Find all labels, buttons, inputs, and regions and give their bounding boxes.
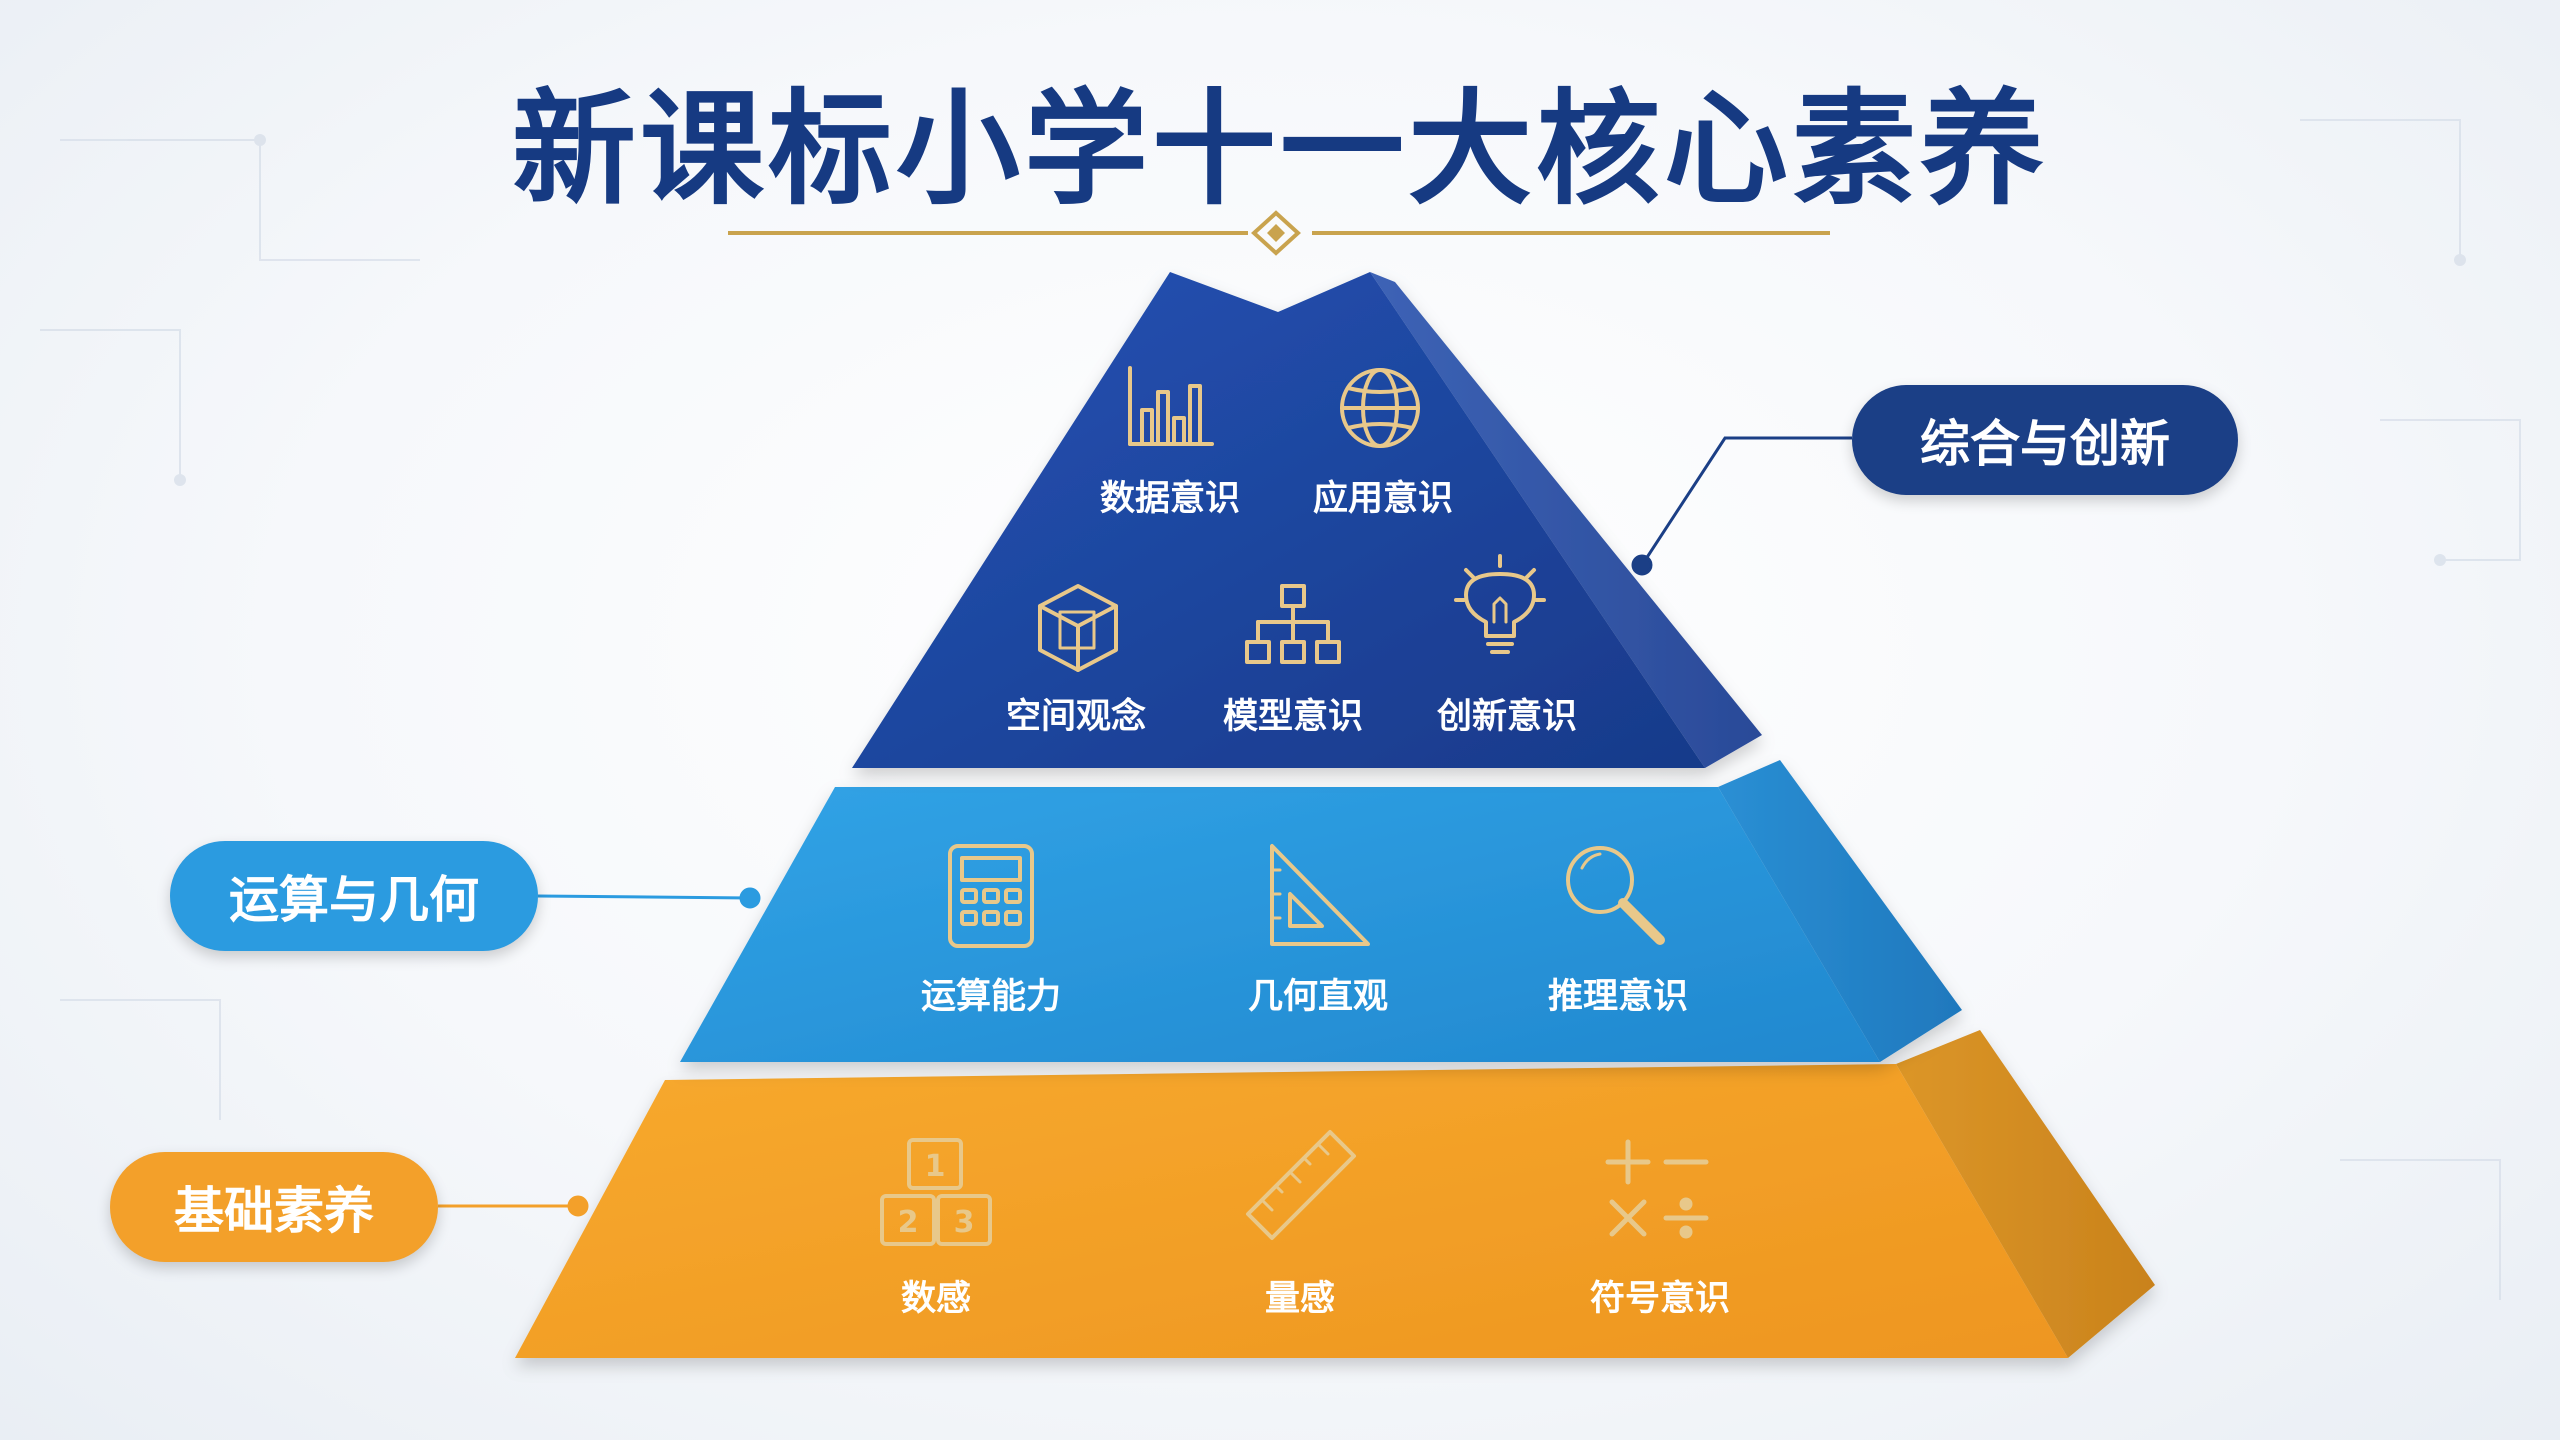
- label-number-sense: 数感: [900, 1279, 971, 1319]
- digit-1: 1: [925, 1149, 946, 1184]
- tier-bottom: [515, 1030, 2155, 1358]
- background-grid: [40, 119, 2521, 1300]
- magnifier-icon: [1566, 846, 1665, 945]
- category-pill-middle: 运算与几何: [170, 841, 538, 951]
- tier-bottom-front: [515, 1064, 2068, 1358]
- set-square-icon: [1270, 844, 1370, 946]
- title-divider: [728, 210, 1830, 256]
- label-computation-ability: 运算能力: [920, 977, 1061, 1017]
- label-geometric-intuition: 几何直观: [1247, 977, 1388, 1017]
- connector-bottom: [438, 1195, 589, 1217]
- math-symbols-icon: [1605, 1139, 1709, 1239]
- label-reasoning-awareness: 推理意识: [1547, 977, 1688, 1017]
- category-pill-top: 综合与创新: [1852, 385, 2238, 495]
- globe-icon: [1340, 368, 1420, 448]
- hierarchy-icon: [1245, 584, 1341, 664]
- bar-chart-icon: [1128, 366, 1214, 446]
- digit-2: 2: [898, 1205, 919, 1240]
- label-data-awareness: 数据意识: [1099, 479, 1240, 519]
- number-blocks-icon: [880, 1138, 992, 1246]
- tier-middle-front: [680, 787, 1880, 1062]
- tier-bottom-side: [1896, 1030, 2155, 1358]
- lightbulb-icon: [1454, 554, 1546, 654]
- category-pill-bottom: 基础素养: [110, 1152, 438, 1262]
- tier-middle-side: [1718, 760, 1962, 1062]
- connector-middle: [537, 887, 761, 909]
- calculator-icon: [948, 844, 1034, 948]
- label-application-awareness: 应用意识: [1312, 479, 1453, 519]
- label-symbol-awareness: 符号意识: [1589, 1279, 1730, 1319]
- connector-top: [1631, 436, 1852, 576]
- ruler-icon: [1246, 1130, 1356, 1240]
- label-quantity-sense: 量感: [1264, 1279, 1335, 1319]
- digit-3: 3: [954, 1205, 975, 1240]
- page-title: 新课标小学十一大核心素养: [511, 78, 2048, 222]
- label-innovation-awareness: 创新意识: [1436, 697, 1577, 737]
- cube-icon: [1038, 584, 1118, 672]
- tier-top-side: [1370, 272, 1762, 768]
- label-model-awareness: 模型意识: [1222, 697, 1363, 737]
- label-spatial-concept: 空间观念: [1005, 697, 1146, 737]
- number-block-digits: 1 2 3: [898, 1149, 975, 1240]
